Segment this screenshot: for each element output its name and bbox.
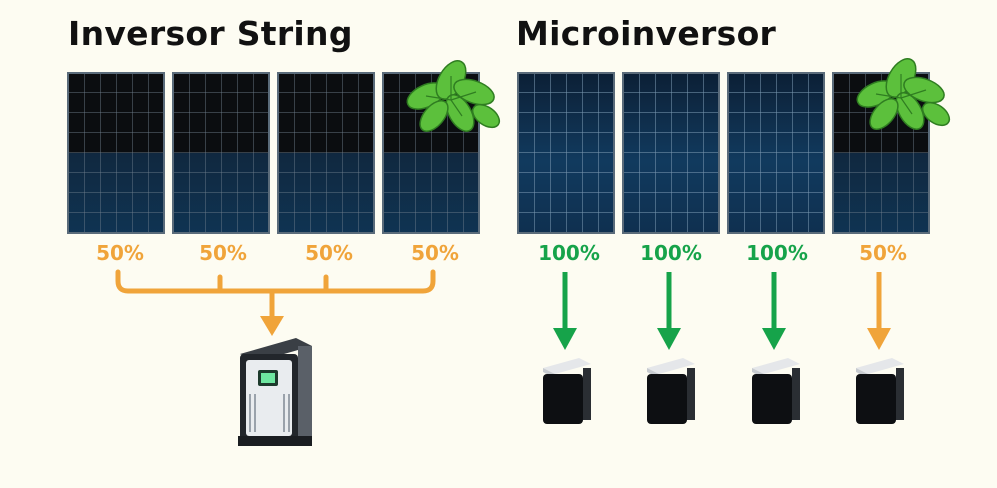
string-solar-panel-3: [277, 72, 375, 234]
string-combiner-bracket: [115, 269, 436, 321]
string-arrow-head: [260, 316, 284, 336]
micro-section-title: Microinversor: [516, 14, 777, 53]
string-panel-1-output: 50%: [96, 241, 144, 265]
microinverter-icon: [543, 358, 591, 424]
leaves-shading-icon: [856, 58, 951, 130]
string-panel-3-output: 50%: [305, 241, 353, 265]
micro-panel-1-output: 100%: [538, 241, 600, 265]
microinverter-icon: [856, 358, 904, 424]
string-section-title: Inversor String: [68, 14, 353, 53]
microinverter-icon: [752, 358, 800, 424]
string-solar-panel-1: [67, 72, 165, 234]
micro-arrow-1-head: [553, 328, 577, 350]
micro-solar-panel-1: [517, 72, 615, 234]
leaves-shading-icon: [406, 60, 501, 132]
string-inverter-icon: [238, 338, 312, 446]
microinverter-icon: [647, 358, 695, 424]
micro-solar-panel-3: [727, 72, 825, 234]
string-solar-panel-2: [172, 72, 270, 234]
string-panel-4-output: 50%: [411, 241, 459, 265]
string-panel-2-output: 50%: [199, 241, 247, 265]
micro-panel-3-output: 100%: [746, 241, 808, 265]
micro-arrow-4-head: [867, 328, 891, 350]
micro-arrow-2-head: [657, 328, 681, 350]
micro-arrow-3-head: [762, 328, 786, 350]
micro-solar-panel-2: [622, 72, 720, 234]
micro-panel-4-output: 50%: [859, 241, 907, 265]
micro-panel-2-output: 100%: [640, 241, 702, 265]
